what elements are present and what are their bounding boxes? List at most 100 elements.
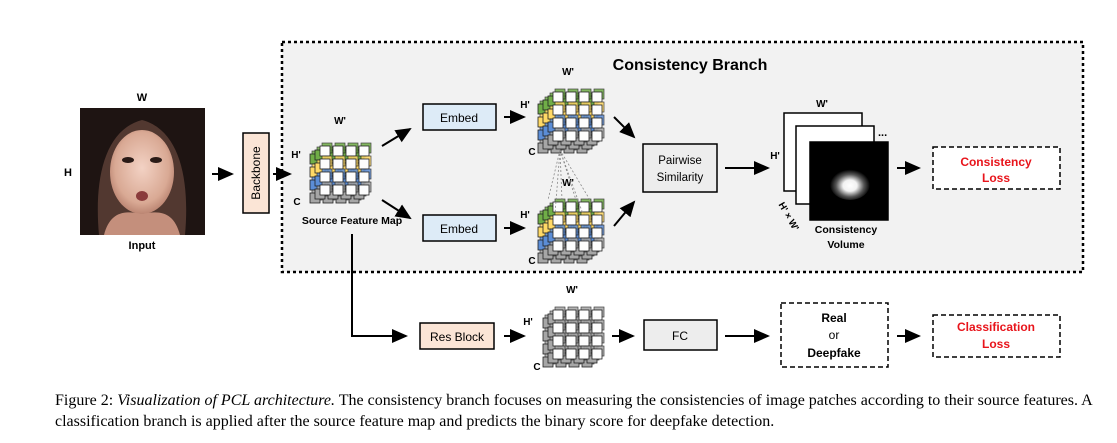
cube-cell [552,214,564,226]
class-hp-label: H' [523,317,533,328]
real-label: Real [821,311,846,325]
consistency-loss-line1: Consistency [960,155,1032,169]
cube-cell [552,117,564,129]
cube-cell [578,214,590,226]
cube-cell [591,104,603,116]
cube-cell [345,145,357,157]
cube-cell [565,335,577,347]
cube-cell [358,145,370,157]
arrow-source-to-embed-bottom [381,199,412,220]
pairwise-similarity-box [642,143,718,193]
real-or-deepfake-box [780,302,889,368]
deepfake-label: Deepfake [807,346,861,360]
cube-cell [552,104,564,116]
cube-cell [578,240,590,252]
cube-cell [578,335,590,347]
arrow-cube-bottom-to-pairwise [613,200,636,227]
cube-cell [591,91,603,103]
classification-feature-cube [542,306,605,368]
cube-cell [345,171,357,183]
source-wp-label: W' [334,116,346,127]
embed-box-top [422,103,497,131]
consistency-loss-box [932,146,1061,190]
cube-cell [565,201,577,213]
cube-cell [552,240,564,252]
cube-cell [319,145,331,157]
source-feature-map-label: Source Feature Map [302,215,402,227]
figure-caption: Figure 2: Visualization of PCL architect… [55,390,1095,432]
input-w-label: W [137,92,148,104]
embed-top-hp-label: H' [520,100,530,111]
cube-cell [565,309,577,321]
cube-cell [591,322,603,334]
cube-cell [552,335,564,347]
embed-bottom-wp-label: W' [562,178,574,189]
arrow-source-to-resblock [351,234,408,343]
cube-cell [591,309,603,321]
cube-cell [565,348,577,360]
embed-bottom-label: Embed [440,222,478,236]
cube-cell [345,184,357,196]
cube-cell [591,348,603,360]
cube-cell [319,158,331,170]
consistency-volume-stack [783,112,889,221]
res-block-box [419,322,495,350]
pairwise-correspondence-lines [547,149,591,215]
backbone-label: Backbone [249,146,263,200]
volume-label-line2: Volume [827,239,864,251]
arrow-cube-top-to-pairwise [613,116,636,139]
cube-cell [332,145,344,157]
cube-cell [358,184,370,196]
embed-top-wp-label: W' [562,67,574,78]
cube-cell [591,227,603,239]
cube-cell [578,227,590,239]
cube-cell [358,171,370,183]
fc-box [643,319,718,351]
consistency-loss-line2: Loss [982,171,1010,185]
cube-cell [591,214,603,226]
cube-cell [578,309,590,321]
cube-cell [591,335,603,347]
cube-cell [578,322,590,334]
volume-label-line1: Consistency [815,224,878,236]
cube-cell [565,214,577,226]
source-feature-map-cube [309,142,372,204]
source-c-label: C [293,197,300,208]
consistency-branch-title: Consistency Branch [613,57,768,74]
pairwise-line2: Similarity [657,172,704,184]
embedded-feature-cube-bottom [537,198,605,264]
fc-label: FC [672,329,688,343]
caption-lead: Visualization of PCL architecture. [117,392,335,409]
cube-cell [552,227,564,239]
cube-cell [578,348,590,360]
volume-ellipsis: ... [878,127,887,139]
input-label: Input [129,240,156,252]
cube-cell [578,117,590,129]
embed-bottom-hp-label: H' [520,210,530,221]
pairwise-line1: Pairwise [658,155,701,167]
volume-wp-label: W' [816,99,828,110]
embed-box-bottom [422,214,497,242]
cube-cell [591,117,603,129]
or-label: or [829,328,840,342]
cube-cell [565,104,577,116]
cube-cell [565,130,577,142]
cube-cell [565,117,577,129]
cube-cell [552,309,564,321]
cube-cell [332,184,344,196]
input-face-image [80,108,205,235]
cube-cell [552,91,564,103]
cube-cell [358,158,370,170]
embedded-feature-cube-top [537,88,605,154]
embed-top-label: Embed [440,111,478,125]
cube-cell [332,158,344,170]
volume-hp-label: H' [770,151,780,162]
cube-cell [578,130,590,142]
cube-cell [319,171,331,183]
cube-cell [591,130,603,142]
embed-bottom-c-label: C [528,256,535,267]
cube-cell [345,158,357,170]
embed-top-c-label: C [528,147,535,158]
cube-cell [565,227,577,239]
classification-loss-box [932,314,1061,358]
